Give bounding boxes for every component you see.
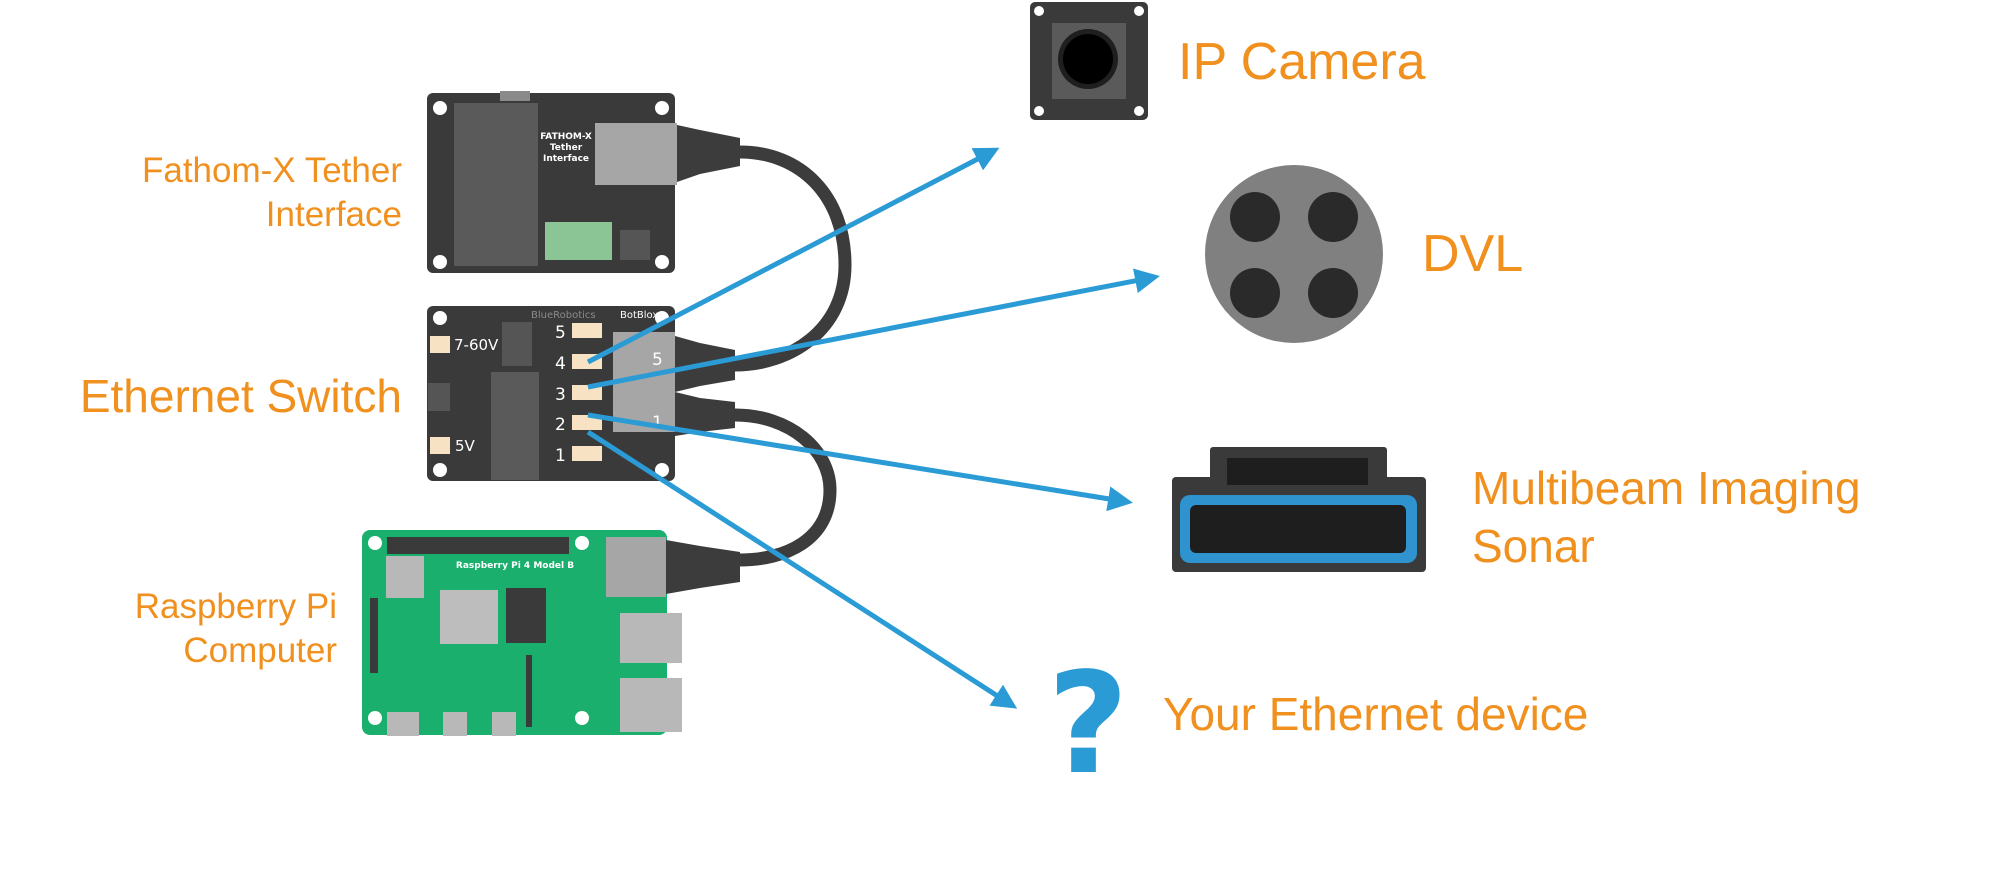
arrow-port2-to-sonar — [587, 412, 1133, 512]
connection-arrows — [586, 147, 1160, 709]
fathom-x-label-line1: Fathom-X Tether — [141, 151, 402, 190]
switch-port-3-label: 3 — [555, 385, 566, 405]
cable-fathom-to-switch — [728, 145, 852, 372]
fathom-x-label: Fathom-X Tether Interface — [142, 149, 402, 237]
fathom-chip-line1: FATHOM-X — [540, 132, 592, 142]
switch-port-5-label: 5 — [555, 323, 566, 343]
fathom-x-board: FATHOM-X Tether Interface — [427, 91, 740, 273]
fathom-chip-line3: Interface — [543, 154, 589, 164]
raspberry-pi-label-line2: Computer — [183, 630, 337, 670]
ip-camera-label: IP Camera — [1178, 33, 1426, 91]
switch-jack-top-label: 5 — [652, 350, 663, 370]
arrow-port4-to-camera — [586, 147, 1000, 365]
switch-brand-right: BotBlox — [620, 310, 658, 321]
switch-power-high-label: 7-60V — [454, 336, 499, 354]
fathom-x-label-line2: Interface — [265, 194, 402, 234]
unknown-device-icon: ? — [1047, 643, 1128, 806]
ethernet-switch-label: Ethernet Switch — [79, 370, 402, 422]
pi-model-label: Raspberry Pi 4 Model B — [456, 561, 574, 571]
dvl-icon — [1205, 165, 1383, 343]
multibeam-sonar-icon — [1172, 447, 1426, 572]
switch-brand-left: BlueRobotics — [531, 310, 596, 321]
multibeam-sonar-label-line2: Sonar — [1472, 519, 1595, 572]
raspberry-pi-board: Raspberry Pi 4 Model B — [362, 530, 740, 736]
switch-power-low-label: 5V — [455, 437, 476, 455]
switch-jack-bottom-label: 1 — [652, 413, 663, 433]
multibeam-sonar-label-line1: Multibeam Imaging — [1472, 462, 1861, 514]
ethernet-switch-board: BlueRobotics BotBlox 7-60V 5V 5 4 3 2 1 … — [427, 306, 735, 481]
arrow-port2-to-device — [586, 429, 1018, 709]
arrow-port3-to-dvl — [587, 268, 1160, 390]
dvl-label: DVL — [1422, 225, 1524, 283]
ethernet-device-label: Your Ethernet device — [1163, 688, 1589, 740]
ip-camera-icon — [1030, 2, 1148, 120]
switch-port-1-label: 1 — [555, 446, 566, 466]
switch-port-2-label: 2 — [555, 415, 566, 435]
fathom-chip-line2: Tether — [550, 143, 583, 153]
raspberry-pi-label-line1: Raspberry Pi — [134, 587, 337, 626]
switch-port-4-label: 4 — [555, 354, 566, 374]
raspberry-pi-label: Raspberry Pi Computer — [135, 585, 337, 673]
multibeam-sonar-label: Multibeam Imaging Sonar — [1472, 460, 1861, 575]
